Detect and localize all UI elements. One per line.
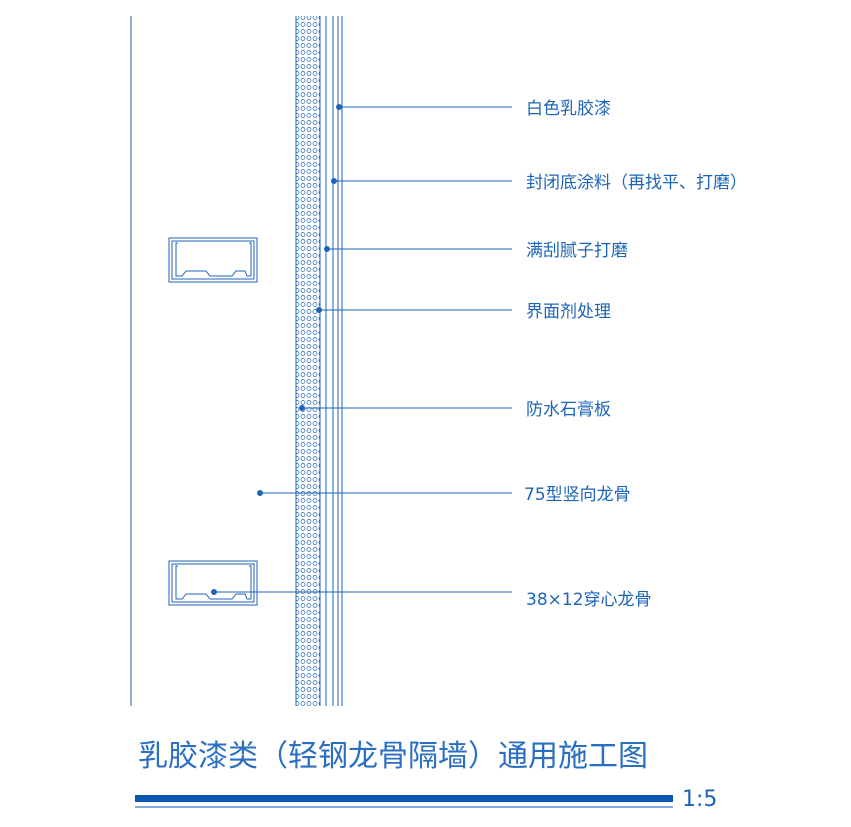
callout-leaders — [211, 104, 512, 595]
callout-label-interface-agent: 界面剂处理 — [526, 302, 611, 322]
callout-label-vertical-stud: 75型竖向龙骨 — [524, 485, 631, 505]
channel-profile-upper — [168, 237, 258, 283]
title-underline-bar — [135, 795, 673, 802]
finish-layers — [325, 16, 343, 706]
gypsum-board — [295, 16, 321, 706]
callout-label-latex-paint: 白色乳胶漆 — [526, 99, 611, 119]
callout-label-gypsum-board: 防水石膏板 — [526, 399, 611, 420]
callout-label-cross-channel: 38×12穿心龙骨 — [526, 590, 652, 610]
callout-label-sealing-primer: 封闭底涂料（再找平、打磨） — [526, 173, 747, 193]
channel-profile-lower — [168, 560, 258, 606]
drawing-title: 乳胶漆类（轻钢龙骨隔墙）通用施工图 — [138, 739, 648, 774]
callout-label-putty: 满刮腻子打磨 — [526, 241, 628, 261]
drawing-scale: 1:5 — [682, 787, 717, 812]
